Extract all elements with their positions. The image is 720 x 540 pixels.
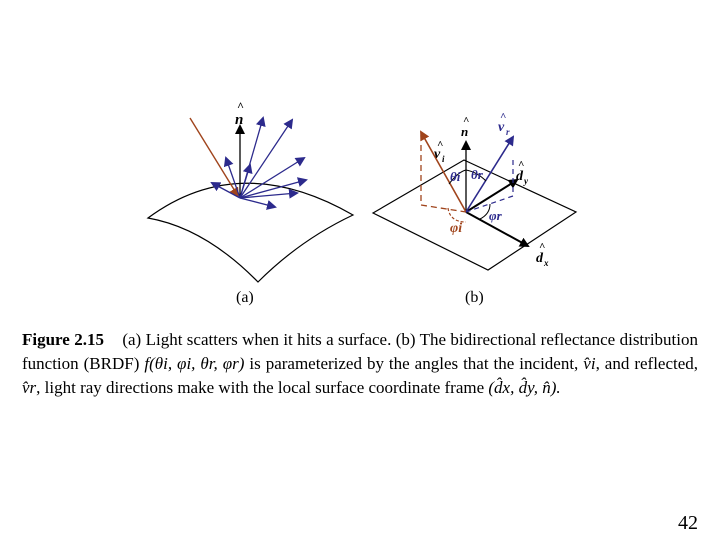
theta-r-arc (465, 169, 487, 182)
dx-sub: x (543, 258, 549, 268)
incident-ray-a (189, 117, 240, 198)
normal-label-b: n (461, 124, 468, 139)
vi-label: v (434, 147, 441, 162)
caption-part-b-start: (b) The bidirectional reflectance distri… (22, 330, 698, 373)
vr-sub: r (506, 127, 510, 137)
dx-label: d (536, 251, 544, 266)
caption-part-b-mid: is parameterized by the angles that the … (249, 354, 579, 373)
caption-part-b-end: , light ray directions make with the loc… (36, 378, 485, 397)
dy-label: d (516, 169, 524, 184)
figure-2-15: ^ n ^ n (146, 99, 578, 306)
dy-axis-arrow (465, 178, 519, 213)
dx-axis-arrow (465, 211, 530, 247)
normal-hat-b: ^ (463, 115, 469, 127)
dx-hat: ^ (539, 241, 545, 253)
dy-hat: ^ (518, 159, 524, 171)
scattered-rays-a (210, 116, 308, 210)
normal-label-a: n (235, 112, 243, 128)
figure-number: Figure 2.15 (22, 330, 104, 349)
panel-b-label: (b) (465, 289, 484, 306)
incident-ray-b (420, 130, 467, 213)
vi-hat: ^ (437, 139, 443, 151)
dy-sub: y (523, 176, 529, 186)
caption-part-a: (a) Light scatters when it hits a surfac… (122, 330, 392, 349)
theta-i-arc (448, 169, 467, 185)
phi-r-arc (479, 203, 491, 220)
caption-and-reflected: , and reflected, (595, 354, 699, 373)
caption-vi: v̂i (583, 354, 596, 373)
figure-drawing: ^ n ^ n (146, 99, 578, 283)
curved-surface-patch (146, 182, 355, 283)
panel-a: ^ n (146, 99, 355, 283)
planar-surface (371, 159, 578, 271)
caption-brdf-function: f(θi, φi, θr, φr) (144, 354, 245, 373)
phi-i-arc (447, 207, 467, 223)
theta-i-label: θi (450, 169, 461, 184)
normal-hat-a: ^ (237, 99, 244, 113)
reflected-projection-dashed (465, 160, 514, 213)
phi-i-label: φi (450, 221, 462, 236)
caption-frame: (d̂x, d̂y, n̂). (488, 378, 561, 397)
phi-r-label: φr (489, 208, 503, 223)
page-number: 42 (678, 512, 698, 534)
vi-sub: i (442, 154, 445, 164)
vr-label: v (498, 120, 505, 135)
vr-hat: ^ (500, 111, 506, 123)
panel-a-label: (a) (236, 289, 254, 306)
theta-r-label: θr (471, 167, 484, 182)
figure-caption: Figure 2.15 (a) Light scatters when it h… (22, 328, 698, 400)
reflected-ray-b (465, 135, 515, 213)
panel-b: ^ n ^ v i ^ v r ^ d (371, 111, 578, 271)
caption-vr: v̂r (22, 378, 37, 397)
incident-projection-dashed (420, 135, 467, 213)
